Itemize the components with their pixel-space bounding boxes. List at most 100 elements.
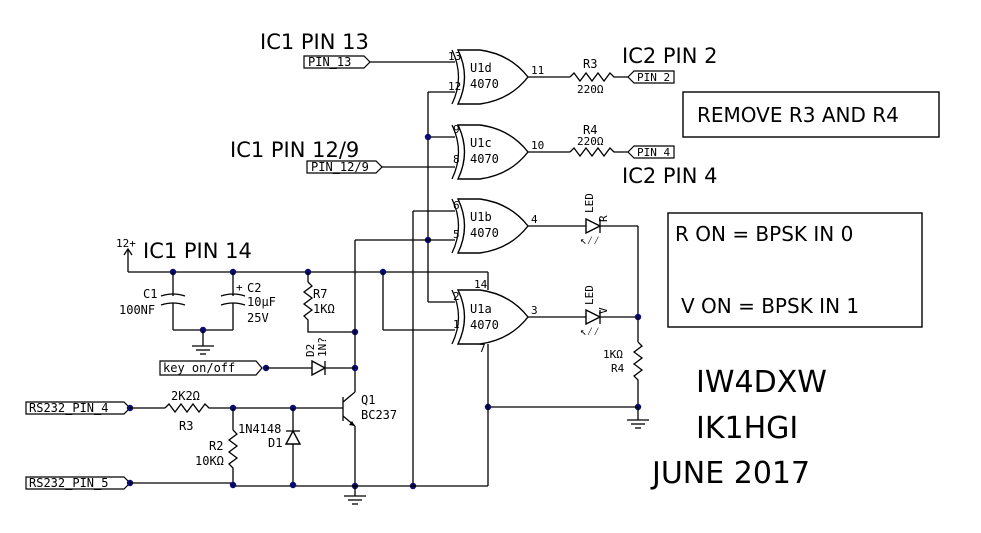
note-remove-r3-r4: REMOVE R3 AND R4 bbox=[682, 91, 940, 138]
svg-text:11: 11 bbox=[531, 64, 544, 77]
svg-text:Q1: Q1 bbox=[361, 393, 375, 407]
resistor-r3-top bbox=[569, 71, 628, 83]
svg-text:4070: 4070 bbox=[470, 318, 499, 332]
svg-text:1KΩ: 1KΩ bbox=[603, 348, 623, 361]
capacitor-c2: + C2 10µF 25V bbox=[220, 272, 276, 330]
svg-text:2K2Ω: 2K2Ω bbox=[171, 389, 200, 403]
svg-text:4070: 4070 bbox=[470, 152, 499, 166]
diode-d1: 1N4148 D1 bbox=[238, 422, 302, 450]
svg-text:RS232_PIN_5: RS232_PIN_5 bbox=[29, 476, 108, 490]
svg-text:REMOVE R3 AND R4: REMOVE R3 AND R4 bbox=[697, 103, 899, 127]
svg-text:PIN_12/9: PIN_12/9 bbox=[311, 160, 369, 174]
credit-line2: IK1HGI bbox=[696, 411, 798, 446]
svg-text:R3: R3 bbox=[583, 57, 597, 71]
port-pin13: PIN_13 bbox=[303, 55, 371, 69]
svg-text:5: 5 bbox=[453, 228, 460, 241]
svg-text:4070: 4070 bbox=[470, 226, 499, 240]
ground-icon bbox=[344, 486, 366, 505]
svg-text:100NF: 100NF bbox=[119, 303, 155, 317]
svg-text:V: V bbox=[597, 307, 610, 314]
port-pin12-9: PIN_12/9 bbox=[306, 160, 383, 174]
svg-text:PIN_13: PIN_13 bbox=[308, 55, 351, 69]
svg-text:10: 10 bbox=[531, 139, 544, 152]
credit-line3: JUNE 2017 bbox=[650, 456, 810, 491]
credit-line1: IW4DXW bbox=[696, 365, 827, 400]
port-key-on-off: key_on/off bbox=[159, 360, 263, 376]
svg-text:R2: R2 bbox=[209, 439, 223, 453]
svg-text:↖⁄⁄: ↖⁄⁄ bbox=[580, 234, 600, 247]
svg-text:D1: D1 bbox=[268, 436, 282, 450]
heading-ic1-pin12-9: IC1 PIN 12/9 bbox=[230, 138, 359, 162]
svg-text:220Ω: 220Ω bbox=[577, 83, 604, 96]
svg-text:PIN_4: PIN_4 bbox=[637, 146, 670, 159]
resistor-r2 bbox=[227, 429, 239, 486]
port-rs232-pin5: RS232_PIN_5 bbox=[25, 476, 131, 490]
svg-text:PIN_2: PIN_2 bbox=[637, 71, 670, 84]
svg-text:R ON = BPSK IN 0: R ON = BPSK IN 0 bbox=[675, 222, 853, 246]
svg-text:25V: 25V bbox=[247, 311, 269, 325]
svg-text:LED: LED bbox=[583, 285, 596, 305]
supply-12v-icon: 12+ bbox=[116, 237, 136, 272]
resistor-r4-top bbox=[569, 146, 628, 158]
heading-ic2-pin2: IC2 PIN 2 bbox=[622, 44, 718, 68]
svg-text:LED: LED bbox=[583, 193, 596, 213]
junction bbox=[424, 133, 432, 141]
svg-text:14: 14 bbox=[474, 278, 488, 291]
port-pin4: PIN_4 bbox=[627, 145, 675, 159]
svg-text:4: 4 bbox=[531, 213, 538, 226]
svg-text:U1b: U1b bbox=[470, 210, 492, 224]
svg-text:U1d: U1d bbox=[470, 61, 492, 75]
svg-text:R4: R4 bbox=[611, 362, 625, 375]
svg-text:R: R bbox=[597, 215, 610, 222]
gate-u1c: 9 8 U1c 4070 10 bbox=[451, 123, 544, 180]
svg-text:7: 7 bbox=[479, 342, 486, 355]
svg-text:1KΩ: 1KΩ bbox=[313, 302, 335, 316]
svg-text:RS232_PIN_4: RS232_PIN_4 bbox=[29, 401, 108, 415]
svg-text:220Ω: 220Ω bbox=[577, 135, 604, 148]
svg-text:+: + bbox=[236, 281, 243, 294]
svg-text:C1: C1 bbox=[143, 287, 157, 301]
svg-text:R7: R7 bbox=[313, 287, 327, 301]
gate-u1d: 13 12 U1d 4070 11 bbox=[448, 49, 544, 105]
gate-u1b: 6 5 U1b 4070 4 bbox=[451, 198, 538, 254]
svg-text:9: 9 bbox=[453, 123, 460, 136]
port-pin2: PIN_2 bbox=[627, 70, 675, 84]
diode-d2: D2 1N? bbox=[304, 337, 329, 377]
transistor-q1: Q1 BC237 bbox=[342, 391, 397, 427]
svg-text:8: 8 bbox=[453, 153, 460, 166]
svg-text:1: 1 bbox=[453, 318, 460, 331]
svg-text:R3: R3 bbox=[179, 419, 193, 433]
svg-text:13: 13 bbox=[448, 50, 461, 63]
svg-text:D2: D2 bbox=[304, 344, 317, 357]
svg-text:C2: C2 bbox=[247, 281, 261, 295]
led-v: LED V ↖⁄⁄ bbox=[580, 285, 610, 338]
heading-ic2-pin4: IC2 PIN 4 bbox=[622, 164, 718, 188]
svg-text:12+: 12+ bbox=[116, 237, 136, 250]
svg-text:12: 12 bbox=[448, 80, 461, 93]
svg-text:6: 6 bbox=[453, 199, 460, 212]
port-rs232-pin4: RS232_PIN_4 bbox=[25, 401, 131, 415]
gate-u1a: 2 1 U1a 4070 3 14 7 bbox=[451, 278, 538, 355]
svg-text:1N4148: 1N4148 bbox=[238, 422, 281, 436]
note-led-legend: R ON = BPSK IN 0 V ON = BPSK IN 1 bbox=[667, 212, 923, 328]
heading-ic1-pin14: IC1 PIN 14 bbox=[143, 239, 252, 263]
heading-ic1-pin13: IC1 PIN 13 bbox=[260, 30, 369, 54]
svg-text:10µF: 10µF bbox=[247, 295, 276, 309]
capacitor-c1: C1 100NF bbox=[119, 272, 186, 330]
ground-icon bbox=[192, 330, 214, 355]
svg-text:key_on/off: key_on/off bbox=[163, 361, 235, 375]
svg-text:1N?: 1N? bbox=[316, 337, 329, 357]
svg-text:10KΩ: 10KΩ bbox=[195, 454, 224, 468]
svg-text:V ON = BPSK IN 1: V ON = BPSK IN 1 bbox=[681, 294, 859, 318]
resistor-r3-bottom bbox=[164, 402, 343, 414]
svg-text:3: 3 bbox=[531, 304, 538, 317]
resistor-r7 bbox=[302, 281, 355, 333]
led-r: LED R ↖⁄⁄ bbox=[580, 193, 610, 247]
resistor-r4-bottom bbox=[632, 341, 644, 407]
svg-text:BC237: BC237 bbox=[361, 408, 397, 422]
svg-text:U1c: U1c bbox=[470, 136, 492, 150]
svg-text:U1a: U1a bbox=[470, 302, 492, 316]
svg-text:4070: 4070 bbox=[470, 77, 499, 91]
svg-text:R4: R4 bbox=[583, 123, 597, 137]
